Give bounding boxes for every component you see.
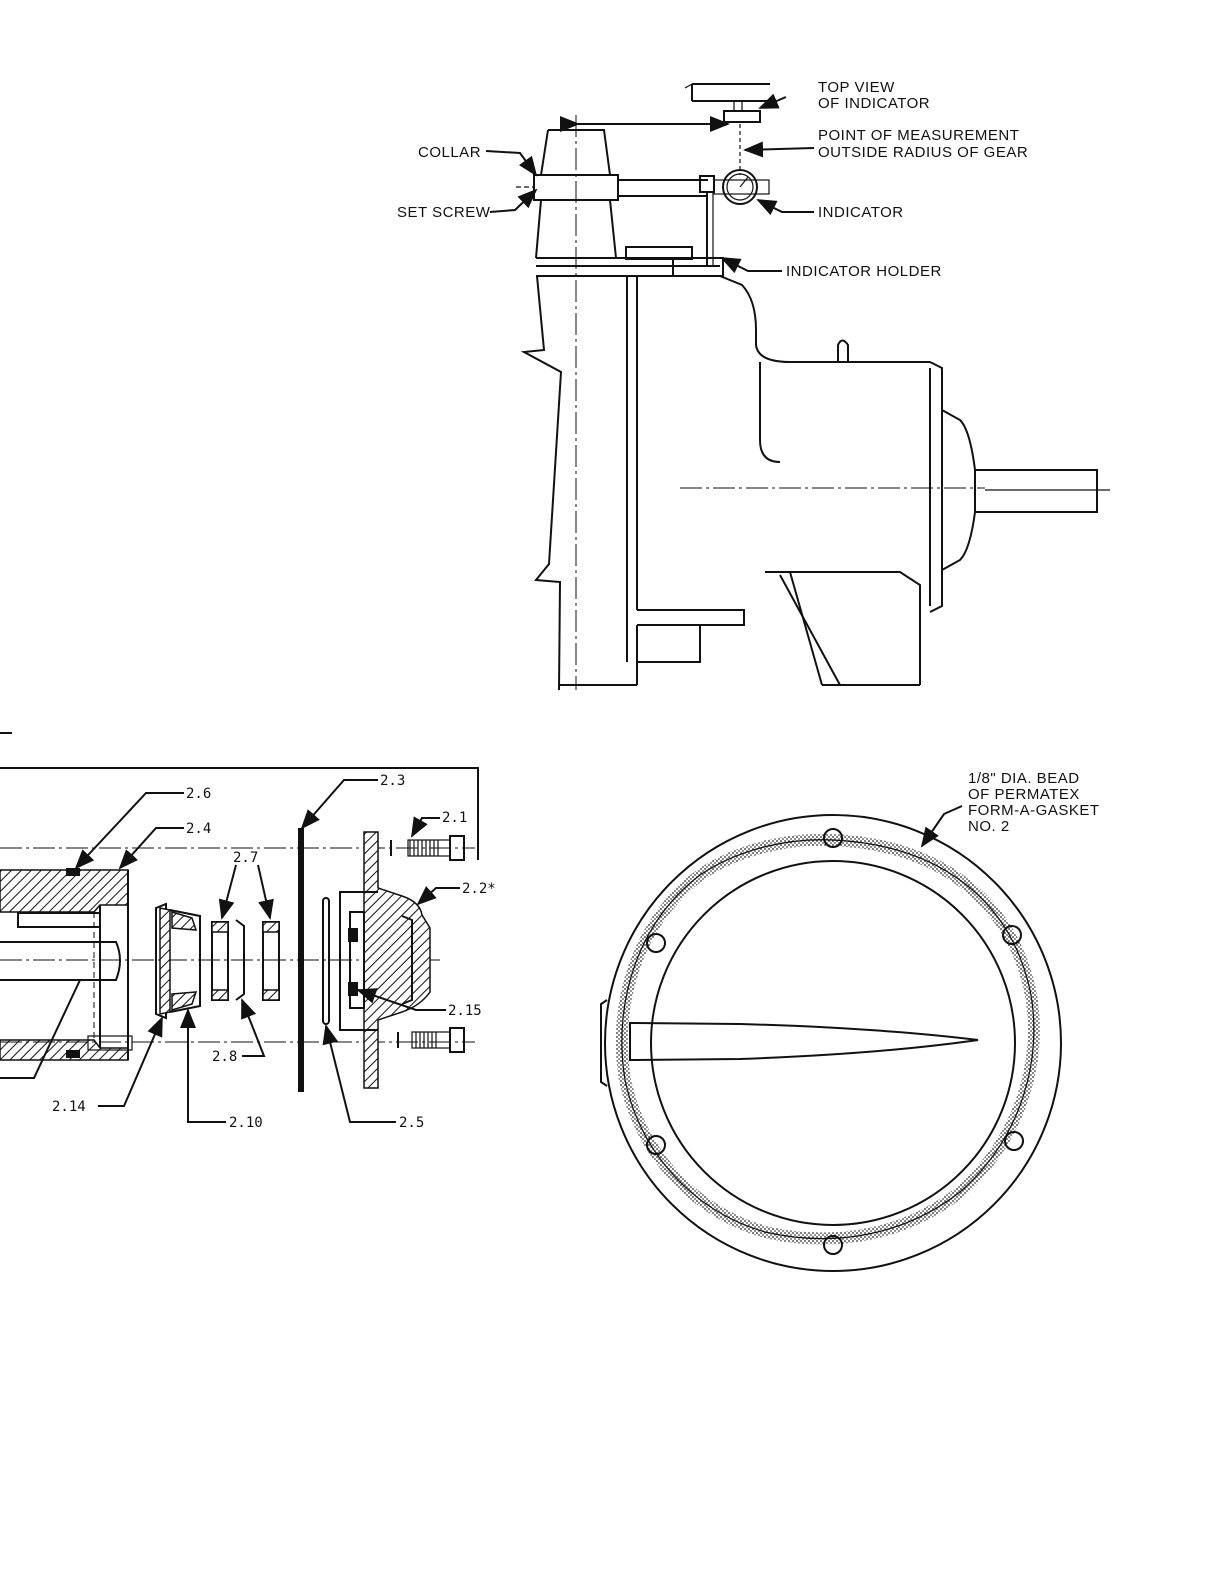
collar-label: COLLAR bbox=[418, 144, 481, 161]
measurement-label-2: OUTSIDE RADIUS OF GEAR bbox=[818, 144, 1028, 161]
indicator-holder-label: INDICATOR HOLDER bbox=[786, 263, 942, 280]
cover-rib bbox=[630, 1023, 978, 1060]
top-view-label-2: OF INDICATOR bbox=[818, 95, 930, 112]
gear-housing bbox=[524, 276, 1110, 690]
gasket bbox=[323, 898, 329, 1024]
callout-2-6: 2.6 bbox=[186, 786, 211, 802]
callout-2-2: 2.2* bbox=[462, 881, 496, 897]
callout-2-15: 2.15 bbox=[448, 1003, 482, 1019]
gasket-note-1: 1/8" DIA. BEAD bbox=[968, 770, 1080, 787]
shim bbox=[298, 828, 304, 1092]
indicator-top-view bbox=[685, 84, 770, 122]
top-view-label-1: TOP VIEW bbox=[818, 79, 895, 96]
callout-2-1: 2.1 bbox=[442, 810, 467, 826]
gasket-note-2: OF PERMATEX bbox=[968, 786, 1080, 803]
gasket-note-4: NO. 2 bbox=[968, 818, 1010, 835]
bearing-cover bbox=[340, 832, 430, 1088]
exploded-bearing-figure: 2.6 2.4 2.7 2.3 2.1 2.2* 2.15 2.8 2.14 2… bbox=[0, 733, 496, 1131]
indicator-arm bbox=[618, 170, 769, 266]
set-screw-label: SET SCREW bbox=[397, 204, 491, 221]
cover-outer-rim bbox=[605, 815, 1061, 1271]
callout-2-8: 2.8 bbox=[212, 1049, 237, 1065]
callout-2-14: 2.14 bbox=[52, 1099, 86, 1115]
measurement-label-1: POINT OF MEASUREMENT bbox=[818, 127, 1019, 144]
callout-2-7: 2.7 bbox=[233, 850, 258, 866]
callout-2-5: 2.5 bbox=[399, 1115, 424, 1131]
callout-2-10: 2.10 bbox=[229, 1115, 263, 1131]
indicator-label: INDICATOR bbox=[818, 204, 904, 221]
cover-gasket-figure: 1/8" DIA. BEAD OF PERMATEX FORM-A-GASKET… bbox=[601, 770, 1100, 1271]
callout-2-4: 2.4 bbox=[186, 821, 211, 837]
shaft-column bbox=[536, 115, 616, 690]
gearbox-indicator-figure: TOP VIEW OF INDICATOR POINT OF MEASUREME… bbox=[397, 79, 1110, 690]
callout-2-3: 2.3 bbox=[380, 773, 405, 789]
gasket-note-3: FORM-A-GASKET bbox=[968, 802, 1100, 819]
bearing-parts bbox=[156, 904, 279, 1018]
